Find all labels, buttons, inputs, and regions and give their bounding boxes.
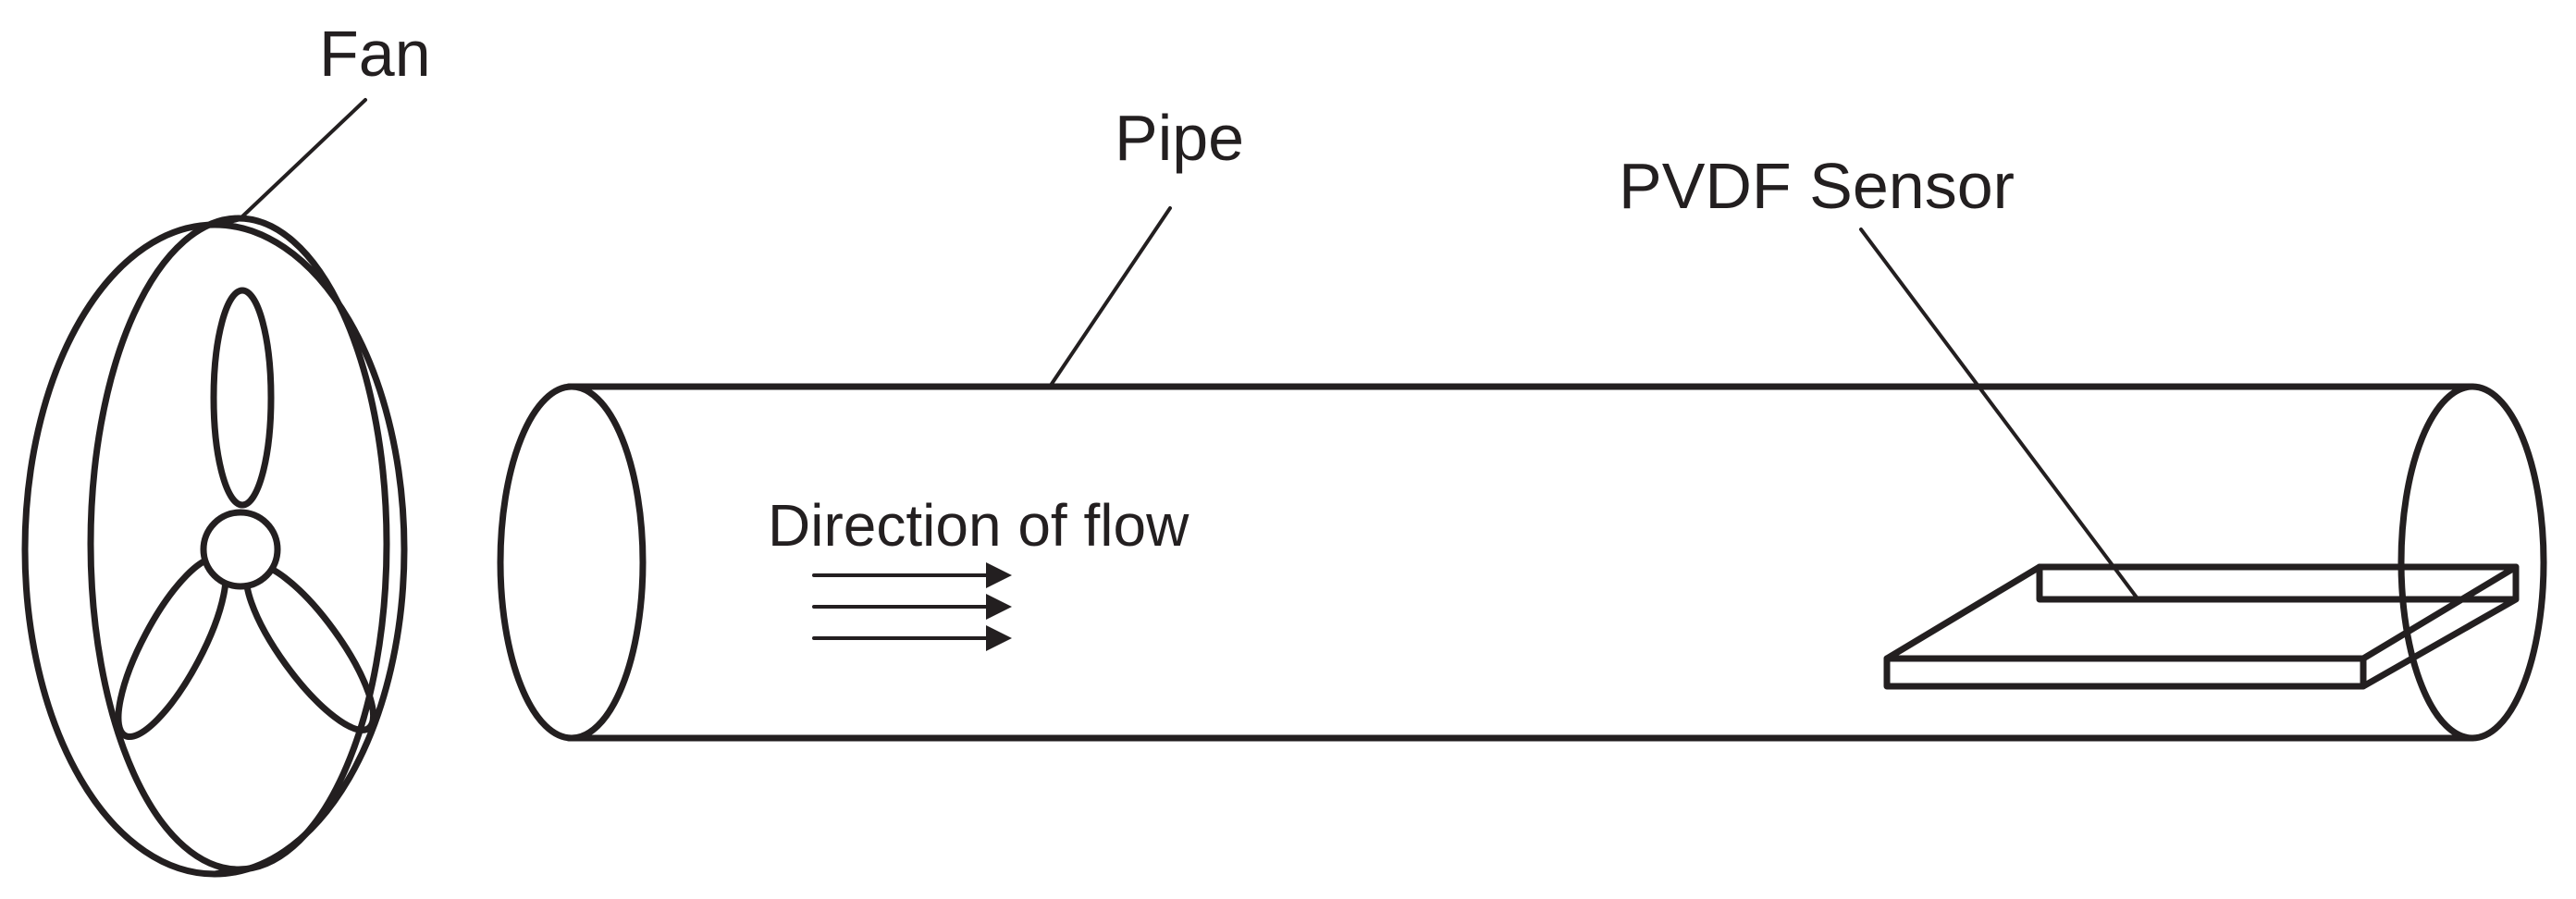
- flow-arrow-head: [986, 562, 1012, 588]
- sensor-top-face: [1883, 563, 2520, 662]
- flow-arrow-head: [986, 625, 1012, 651]
- pipe-leader-line: [1048, 206, 1172, 388]
- sensor-thickness: [1883, 563, 2520, 690]
- fan: [21, 215, 408, 878]
- flow-arrow-head: [986, 594, 1012, 620]
- sensor-label: PVDF Sensor: [1619, 150, 2015, 222]
- pipe-label: Pipe: [1115, 102, 1244, 174]
- flow-arrows: [812, 562, 1012, 651]
- fan-label: Fan: [319, 18, 431, 90]
- fan-leader-line: [239, 98, 367, 220]
- pvdf-sensor: [1883, 563, 2520, 690]
- flow-label: Direction of flow: [768, 492, 1189, 559]
- pipe: [497, 383, 2547, 742]
- fan-blade-top: [210, 287, 275, 509]
- pipe-right-end: [2397, 383, 2547, 742]
- fan-hub: [200, 509, 281, 590]
- sensor-leader-line: [1859, 228, 2138, 599]
- pipe-left-opening: [497, 383, 647, 742]
